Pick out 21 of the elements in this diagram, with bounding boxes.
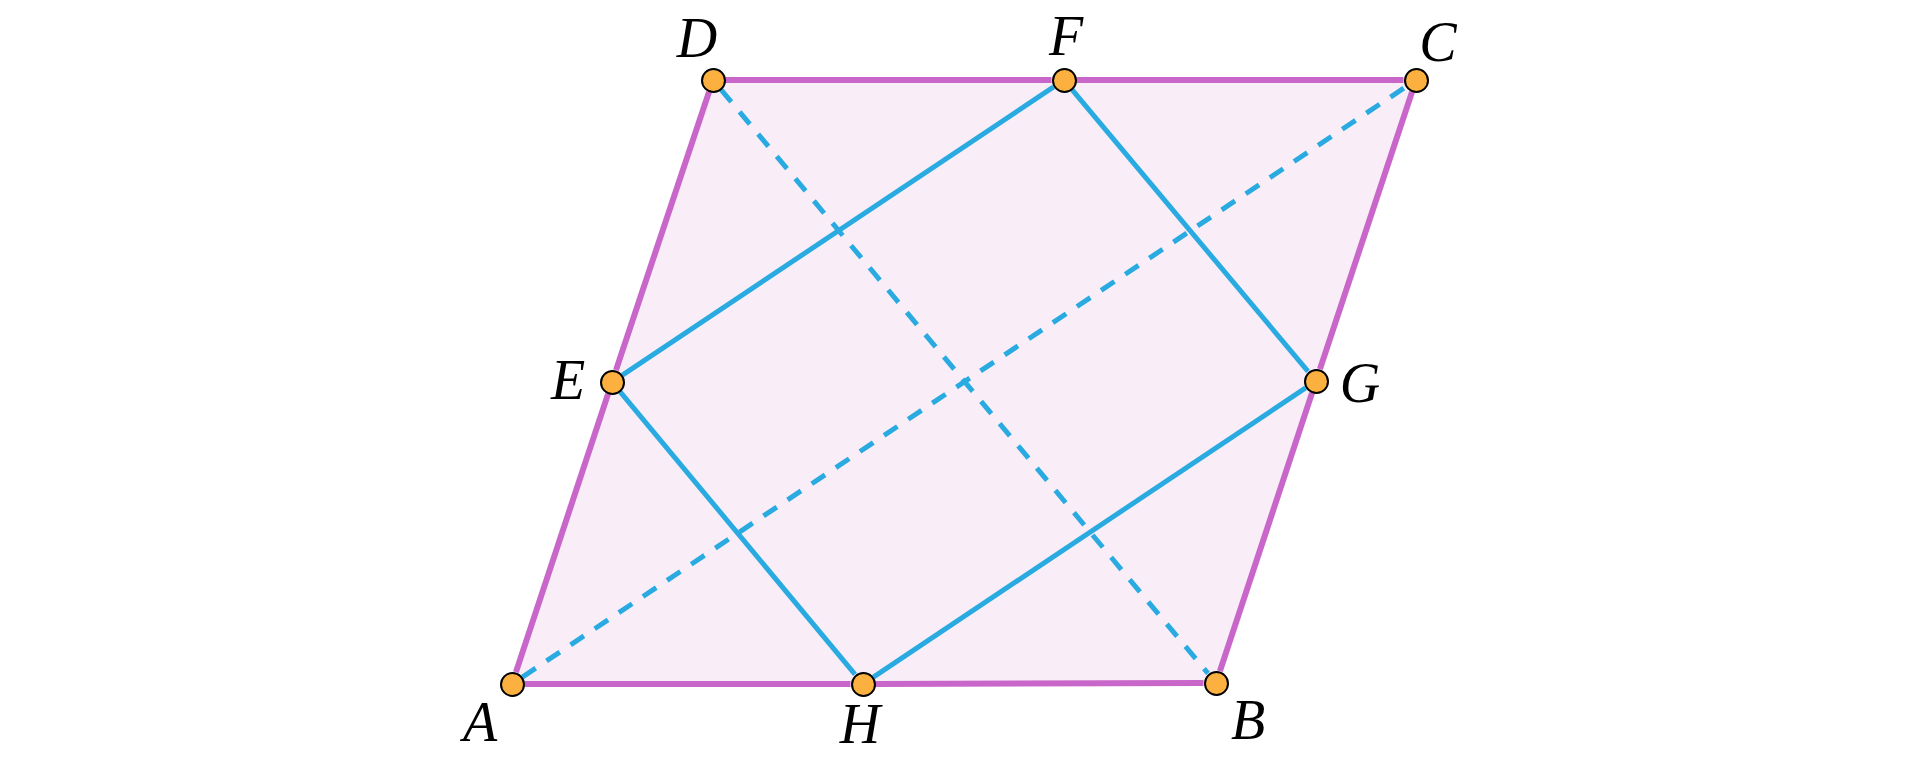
- point-label: E: [550, 352, 586, 408]
- point-label: F: [1048, 8, 1084, 64]
- line-segment: [1076, 77, 1404, 83]
- point-label: A: [462, 694, 498, 750]
- point-label: B: [1230, 692, 1266, 748]
- point-label: D: [676, 10, 718, 66]
- line-segment: [524, 681, 851, 687]
- line-segment: [1070, 87, 1310, 374]
- line-segment: [513, 392, 611, 674]
- point-label: G: [1339, 355, 1381, 411]
- line-segment: [613, 90, 712, 372]
- point-label: C: [1419, 14, 1457, 70]
- line-segment: [725, 77, 1052, 83]
- line-segment: [875, 680, 1204, 687]
- line-segment: [621, 84, 1055, 378]
- point-label: H: [839, 696, 881, 752]
- line-segment: [872, 385, 1307, 680]
- line-segment: [1317, 90, 1415, 371]
- line-segment: [1217, 391, 1315, 673]
- dashed-line: [719, 88, 1210, 675]
- line-segment: [618, 390, 857, 676]
